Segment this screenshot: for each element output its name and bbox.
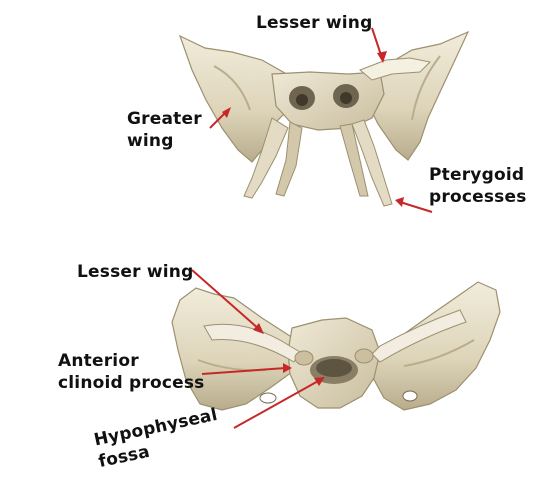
arrow-hypophyseal-fossa <box>233 377 325 429</box>
label-anterior-clinoid-process: Anterior clinoid process <box>58 351 205 393</box>
label-pterygoid-processes: Pterygoid processes <box>429 165 527 207</box>
arrow-greater-wing <box>209 107 231 129</box>
arrow-pterygoid-processes <box>395 197 433 213</box>
pointer-arrows <box>191 27 433 429</box>
sphenoid-anterior-view <box>178 30 470 207</box>
sphenoid-superior-view <box>171 281 501 411</box>
label-bottom-lesser-wing: Lesser wing <box>77 262 194 282</box>
arrow-bottom-lesser-wing <box>191 269 264 334</box>
arrow-top-lesser-wing <box>371 27 387 63</box>
arrow-anterior-clinoid-process <box>201 363 292 375</box>
label-greater-wing: Greater wing <box>127 109 202 151</box>
label-top-lesser-wing: Lesser wing <box>256 13 373 33</box>
